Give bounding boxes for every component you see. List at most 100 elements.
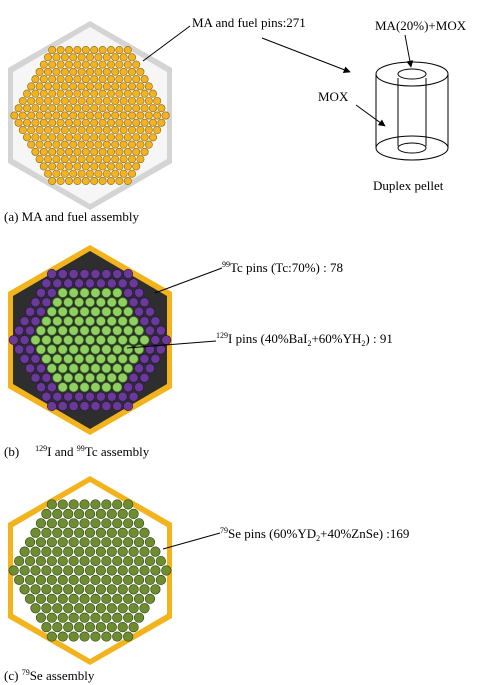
fuel-pin [153,126,162,135]
i-pin-label-text1: I pins (40%BaI [228,331,307,346]
se-pin [63,603,74,614]
fuel-pin [56,118,65,127]
se-pin [133,574,145,586]
assembly-b-pin [41,353,52,364]
assembly-b-pin [112,363,123,374]
assembly-b-pin [85,316,95,327]
assembly-b-pin [36,325,46,336]
assembly-b-pin [134,287,144,298]
fuel-pin [31,89,40,98]
se-pin [41,527,52,538]
se-pin [35,593,47,604]
assembly-b-pin [41,297,52,308]
assembly-b-pin [96,297,106,308]
fuel-pin [111,96,120,105]
assembly-b-pin [123,306,134,317]
assembly-b-pin [128,353,139,364]
se-pin [52,622,63,633]
fuel-pin [86,111,95,120]
fuel-pin [90,162,99,171]
se-pin-lattice [8,499,172,642]
se-pin [68,555,79,567]
fuel-pin [153,96,162,105]
se-pin [46,593,57,604]
fuel-pin [48,104,57,113]
se-pin [19,565,30,576]
fuel-pin [102,169,111,178]
se-pin [68,574,79,586]
fuel-pin [123,133,132,142]
fuel-pin [111,67,120,76]
se-pin [95,527,106,538]
fuel-pin [119,169,128,178]
fuel-pin [65,89,74,98]
se-pin [84,527,96,538]
fuel-pin [119,96,128,105]
fuel-pin [90,60,99,69]
fuel-pin [73,75,82,84]
assembly-b-pin [112,306,123,317]
assembly-b-pin [14,344,25,355]
assembly-b-pin [46,382,57,393]
assembly-b-pin [117,353,128,364]
fuel-pin [140,118,149,127]
se-pin [117,603,128,614]
fuel-pin [132,133,141,142]
fuel-pin [14,118,23,127]
fuel-pin-lattice [10,46,170,185]
se-pin [57,612,68,623]
fuel-pin [56,75,65,84]
assembly-b-pin [85,391,95,402]
assembly-b-pin [63,372,74,383]
i-pin-label-sub2: 2 [361,339,365,348]
se-pin-label-text2: +40%ZnSe) :169 [320,526,409,541]
assembly-b-pin [123,363,134,374]
fuel-pin [27,126,36,135]
assembly-b-pin [85,372,95,383]
se-pin [57,537,68,548]
assembly-b-pin [63,278,74,289]
fuel-pin [102,140,111,149]
assembly-b-pin [96,372,106,383]
se-pin [35,555,47,567]
pellet-top-inner [397,68,427,80]
fuel-pin [60,96,69,105]
fuel-pin [69,96,78,105]
assembly-b-pin [46,344,57,355]
assembly-b-pin [150,353,161,364]
se-pin [90,555,101,567]
se-pin-label-sub: 2 [316,534,320,543]
assembly-b-pin [106,297,117,308]
fuel-pin [132,75,141,84]
se-pin [90,537,101,548]
assembly-b-pin [117,316,128,327]
pellet-inner-label: MA(20%)+MOX [375,18,467,33]
fuel-pin [31,104,40,113]
assembly-b-pin [41,391,52,402]
fuel-pin [144,111,153,120]
assembly-b-pin [52,297,63,308]
fuel-pin [140,75,149,84]
assembly-b-pin [90,306,101,317]
assembly-b-pin [123,325,134,336]
fuel-pin [56,162,65,171]
se-pin [95,584,106,595]
se-pin [63,546,74,557]
se-pin [101,631,112,642]
fuel-pin [52,111,61,120]
fuel-pin [128,67,137,76]
se-pin [106,622,117,633]
fuel-pin [98,75,107,84]
fuel-pin [102,126,111,135]
assembly-b-pin [68,306,79,317]
se-pin [14,555,25,567]
fuel-pin [128,82,137,91]
fuel-pin [98,60,107,69]
fuel-pin [77,82,86,91]
fuel-pin [153,111,162,120]
se-pin [117,565,128,576]
assembly-b-pin [41,335,52,345]
assembly-b-pin [112,269,123,279]
fuel-pin [128,169,137,178]
fuel-pin [111,82,120,91]
